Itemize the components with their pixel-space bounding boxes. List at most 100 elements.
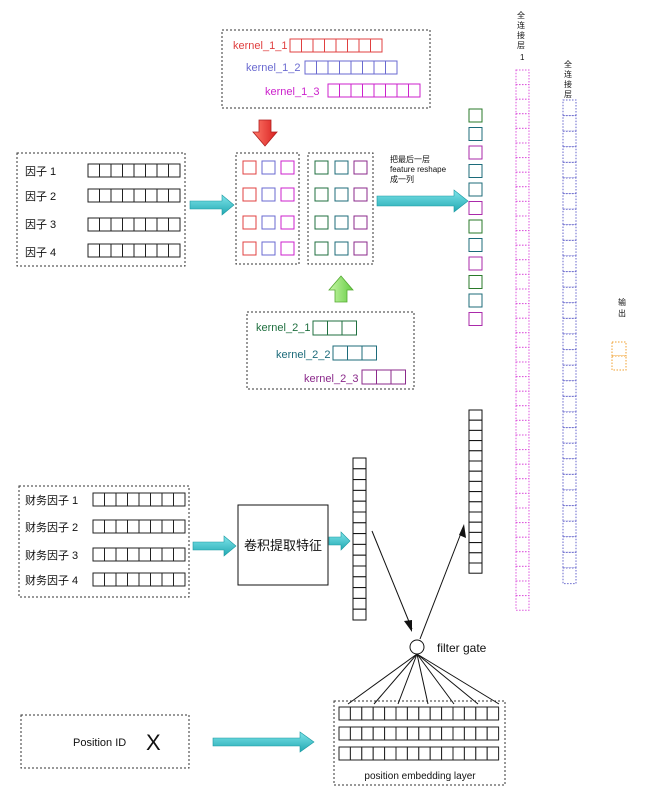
- kernel-1-3-cells: [327, 83, 421, 98]
- fc2-node: [562, 458, 577, 475]
- fc1-node: [515, 230, 530, 246]
- fc1-node: [515, 405, 530, 421]
- fc2-node: [562, 349, 577, 366]
- factor-cell: [133, 217, 146, 232]
- factor-cell: [99, 163, 112, 178]
- arrow-column-to-gate: [371, 530, 413, 630]
- conv-feature-label: 卷积提取特征: [244, 538, 322, 553]
- kernel-2-3-label: kernel_2_3: [304, 373, 358, 385]
- fc1-node: [515, 361, 530, 378]
- fc1-node: [515, 317, 530, 334]
- financial-factor-group: 财务因子 1 财务因子 2 财务因子 3 财务因子 4: [18, 485, 190, 598]
- financial-factor-cell: [127, 492, 140, 507]
- kernel-1-3-label: kernel_1_3: [265, 86, 319, 98]
- kernel-1-3-cell: [350, 83, 363, 98]
- factor-input-group: 因子 1 因子 2 因子 3 因子 4: [16, 152, 186, 267]
- position-embedding-cell: [338, 706, 351, 721]
- fc1-node: [515, 288, 530, 305]
- financial-factor-cell: [104, 547, 117, 562]
- fc2-node: [562, 239, 577, 257]
- kernel-2-2-cell: [332, 345, 348, 361]
- financial-factor-cell: [127, 572, 140, 587]
- output-label-char-2: 出: [618, 308, 626, 318]
- kernel-2-group: kernel_2_1 kernel_2_2 kernel_2_3: [246, 311, 415, 390]
- fc2-node: [562, 567, 577, 585]
- reshaped-feature-cell: [468, 182, 483, 197]
- reshaped-feature-cell: [468, 219, 483, 234]
- reshaped-feature-cell: [468, 127, 483, 141]
- financial-factor-cell: [173, 519, 186, 534]
- position-embedding-cell: [361, 706, 374, 721]
- gated-feature-cell: [468, 491, 483, 503]
- fc2-node: [562, 146, 577, 163]
- factor-3-label: 因子 3: [25, 218, 56, 231]
- financial-factor-cell: [92, 547, 105, 562]
- gate-fan-lines: [347, 653, 500, 705]
- factor-cell: [156, 243, 169, 258]
- output-node-cell: [611, 341, 627, 357]
- financial-factor-cell: [161, 572, 174, 587]
- position-embedding-cell: [406, 726, 420, 741]
- position-embedding-cell: [429, 706, 443, 721]
- position-embedding-cell: [338, 746, 351, 761]
- factor-frame: [16, 152, 186, 267]
- financial-factor-cell: [115, 492, 128, 507]
- reshaped-feature-cell: [468, 293, 483, 308]
- position-embedding-cell: [452, 746, 465, 761]
- kernel-2-3-cell: [376, 369, 392, 385]
- fc1-node: [515, 142, 530, 159]
- conv-feature-cell: [352, 522, 367, 535]
- arrow-gate-to-column-head: [459, 524, 466, 538]
- position-embedding-cell: [406, 746, 420, 761]
- factor-cell: [87, 188, 100, 203]
- fc1-node: [515, 522, 530, 538]
- fc1-label-char-2: 连: [517, 20, 525, 30]
- reshape-label-line-3: 成一列: [390, 174, 414, 184]
- financial-factor-cell: [138, 519, 151, 534]
- financial-factor-cell: [150, 519, 163, 534]
- filter-gate-label: filter gate: [437, 641, 487, 655]
- fc1-node: [515, 551, 530, 567]
- reshape-label-line-2: feature reshape: [390, 165, 447, 174]
- factor-cell: [99, 188, 112, 203]
- fc-layer-1: [515, 69, 530, 611]
- conv-feature-cell: [352, 500, 367, 513]
- factor-cell: [110, 217, 123, 232]
- fc1-node: [515, 536, 530, 553]
- kernel-2-1-cells: [312, 320, 357, 336]
- kernel-1-3-cell: [327, 83, 340, 98]
- position-embedding-cell: [372, 706, 386, 721]
- kernel-2-2-cells: [332, 345, 377, 361]
- kernel-2-1-label: kernel_2_1: [256, 322, 310, 334]
- financial-factor-cell: [138, 572, 151, 587]
- teal-arrow-factors: [189, 194, 235, 216]
- feature-map-1-cell: [280, 241, 295, 256]
- kernel-2-1-cell: [327, 320, 343, 336]
- position-embedding-cell: [452, 706, 465, 721]
- fc1-node: [515, 98, 530, 115]
- kernel-1-3-cell: [385, 83, 398, 98]
- feature-map-1-cell: [261, 160, 276, 175]
- financial-factor-cell: [138, 492, 151, 507]
- fc2-node: [562, 271, 577, 288]
- gated-feature-cell: [468, 440, 483, 452]
- output-label-char-1: 输: [618, 297, 626, 307]
- kernel-2-2-cell: [361, 345, 377, 361]
- fin-factor-1-label: 财务因子 1: [25, 493, 78, 507]
- factor-cell: [110, 163, 123, 178]
- gated-feature-cell: [468, 531, 483, 544]
- position-embedding-cell: [349, 726, 363, 741]
- fc2-node: [562, 161, 577, 179]
- financial-factor-cell: [115, 519, 128, 534]
- gated-feature-cell: [468, 521, 483, 533]
- factor-cell: [168, 163, 181, 178]
- factor-cell: [145, 217, 158, 232]
- financial-factor-cell: [150, 547, 163, 562]
- position-embedding-cell: [486, 726, 500, 741]
- factor-cell: [99, 217, 112, 232]
- factor-cell: [156, 217, 169, 232]
- factor-cell: [122, 243, 135, 258]
- financial-factor-rows: [92, 492, 186, 587]
- conv-feature-cell: [352, 608, 367, 621]
- factor-cell: [156, 163, 169, 178]
